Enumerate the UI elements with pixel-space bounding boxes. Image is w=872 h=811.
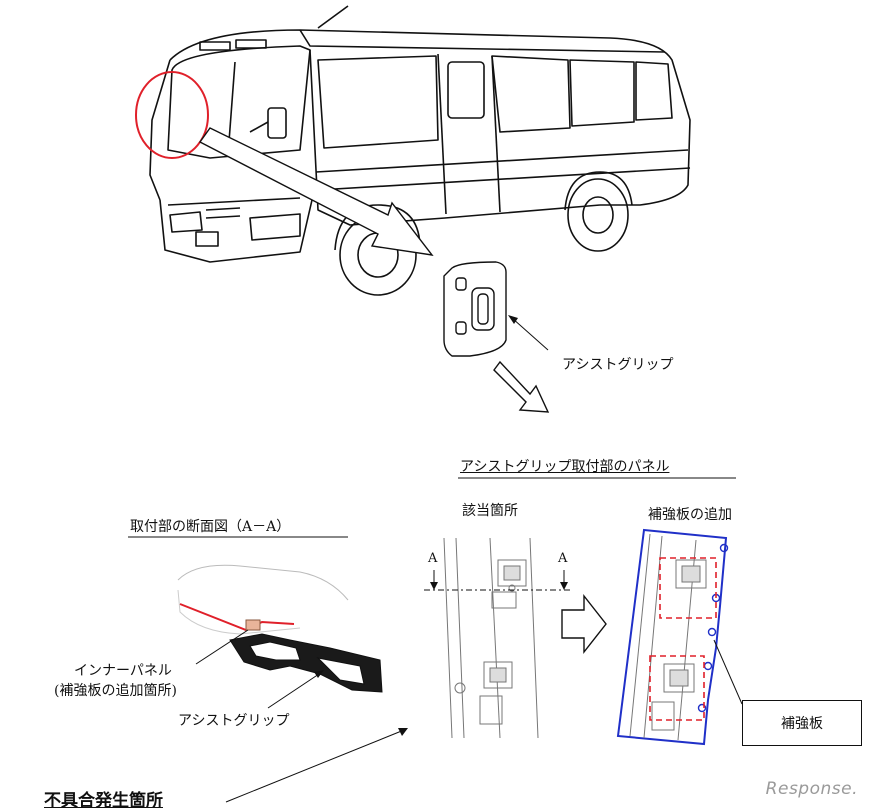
panel-title: アシストグリップ取付部のパネル <box>460 459 670 475</box>
assist-grip-detail <box>443 261 507 357</box>
inner-panel-label: インナーパネル <box>74 663 172 679</box>
panel-before <box>443 537 539 739</box>
defect-leader <box>225 729 405 803</box>
bus-illustration <box>149 5 691 296</box>
section-view <box>128 536 383 709</box>
panel-after <box>616 528 729 746</box>
assist-grip-label-top: アシストグリップ <box>562 357 674 373</box>
section-mark-right: A <box>558 551 568 566</box>
section-mark-left: A <box>428 551 438 566</box>
reinforcement-area-lower <box>649 655 705 721</box>
pointer-arrow-large <box>198 127 434 256</box>
defect-location-label: 不具合発生箇所 <box>44 791 163 811</box>
before-after-arrow <box>561 593 607 655</box>
brand-logo: Response. <box>765 779 858 799</box>
pointer-arrow-small <box>493 360 550 413</box>
reinforcement-added-label: 補強板の追加 <box>648 507 732 523</box>
applicable-location-label: 該当箇所 <box>462 503 518 519</box>
section-title: 取付部の断面図（A－A） <box>130 519 291 535</box>
inner-panel-note: (補強板の追加箇所) <box>54 683 177 699</box>
reinforcement-plate-label: 補強板 <box>742 700 862 746</box>
assist-grip-label-bottom: アシストグリップ <box>178 713 290 729</box>
reinforcement-area-upper <box>659 557 717 619</box>
highlight-circle <box>135 71 209 159</box>
